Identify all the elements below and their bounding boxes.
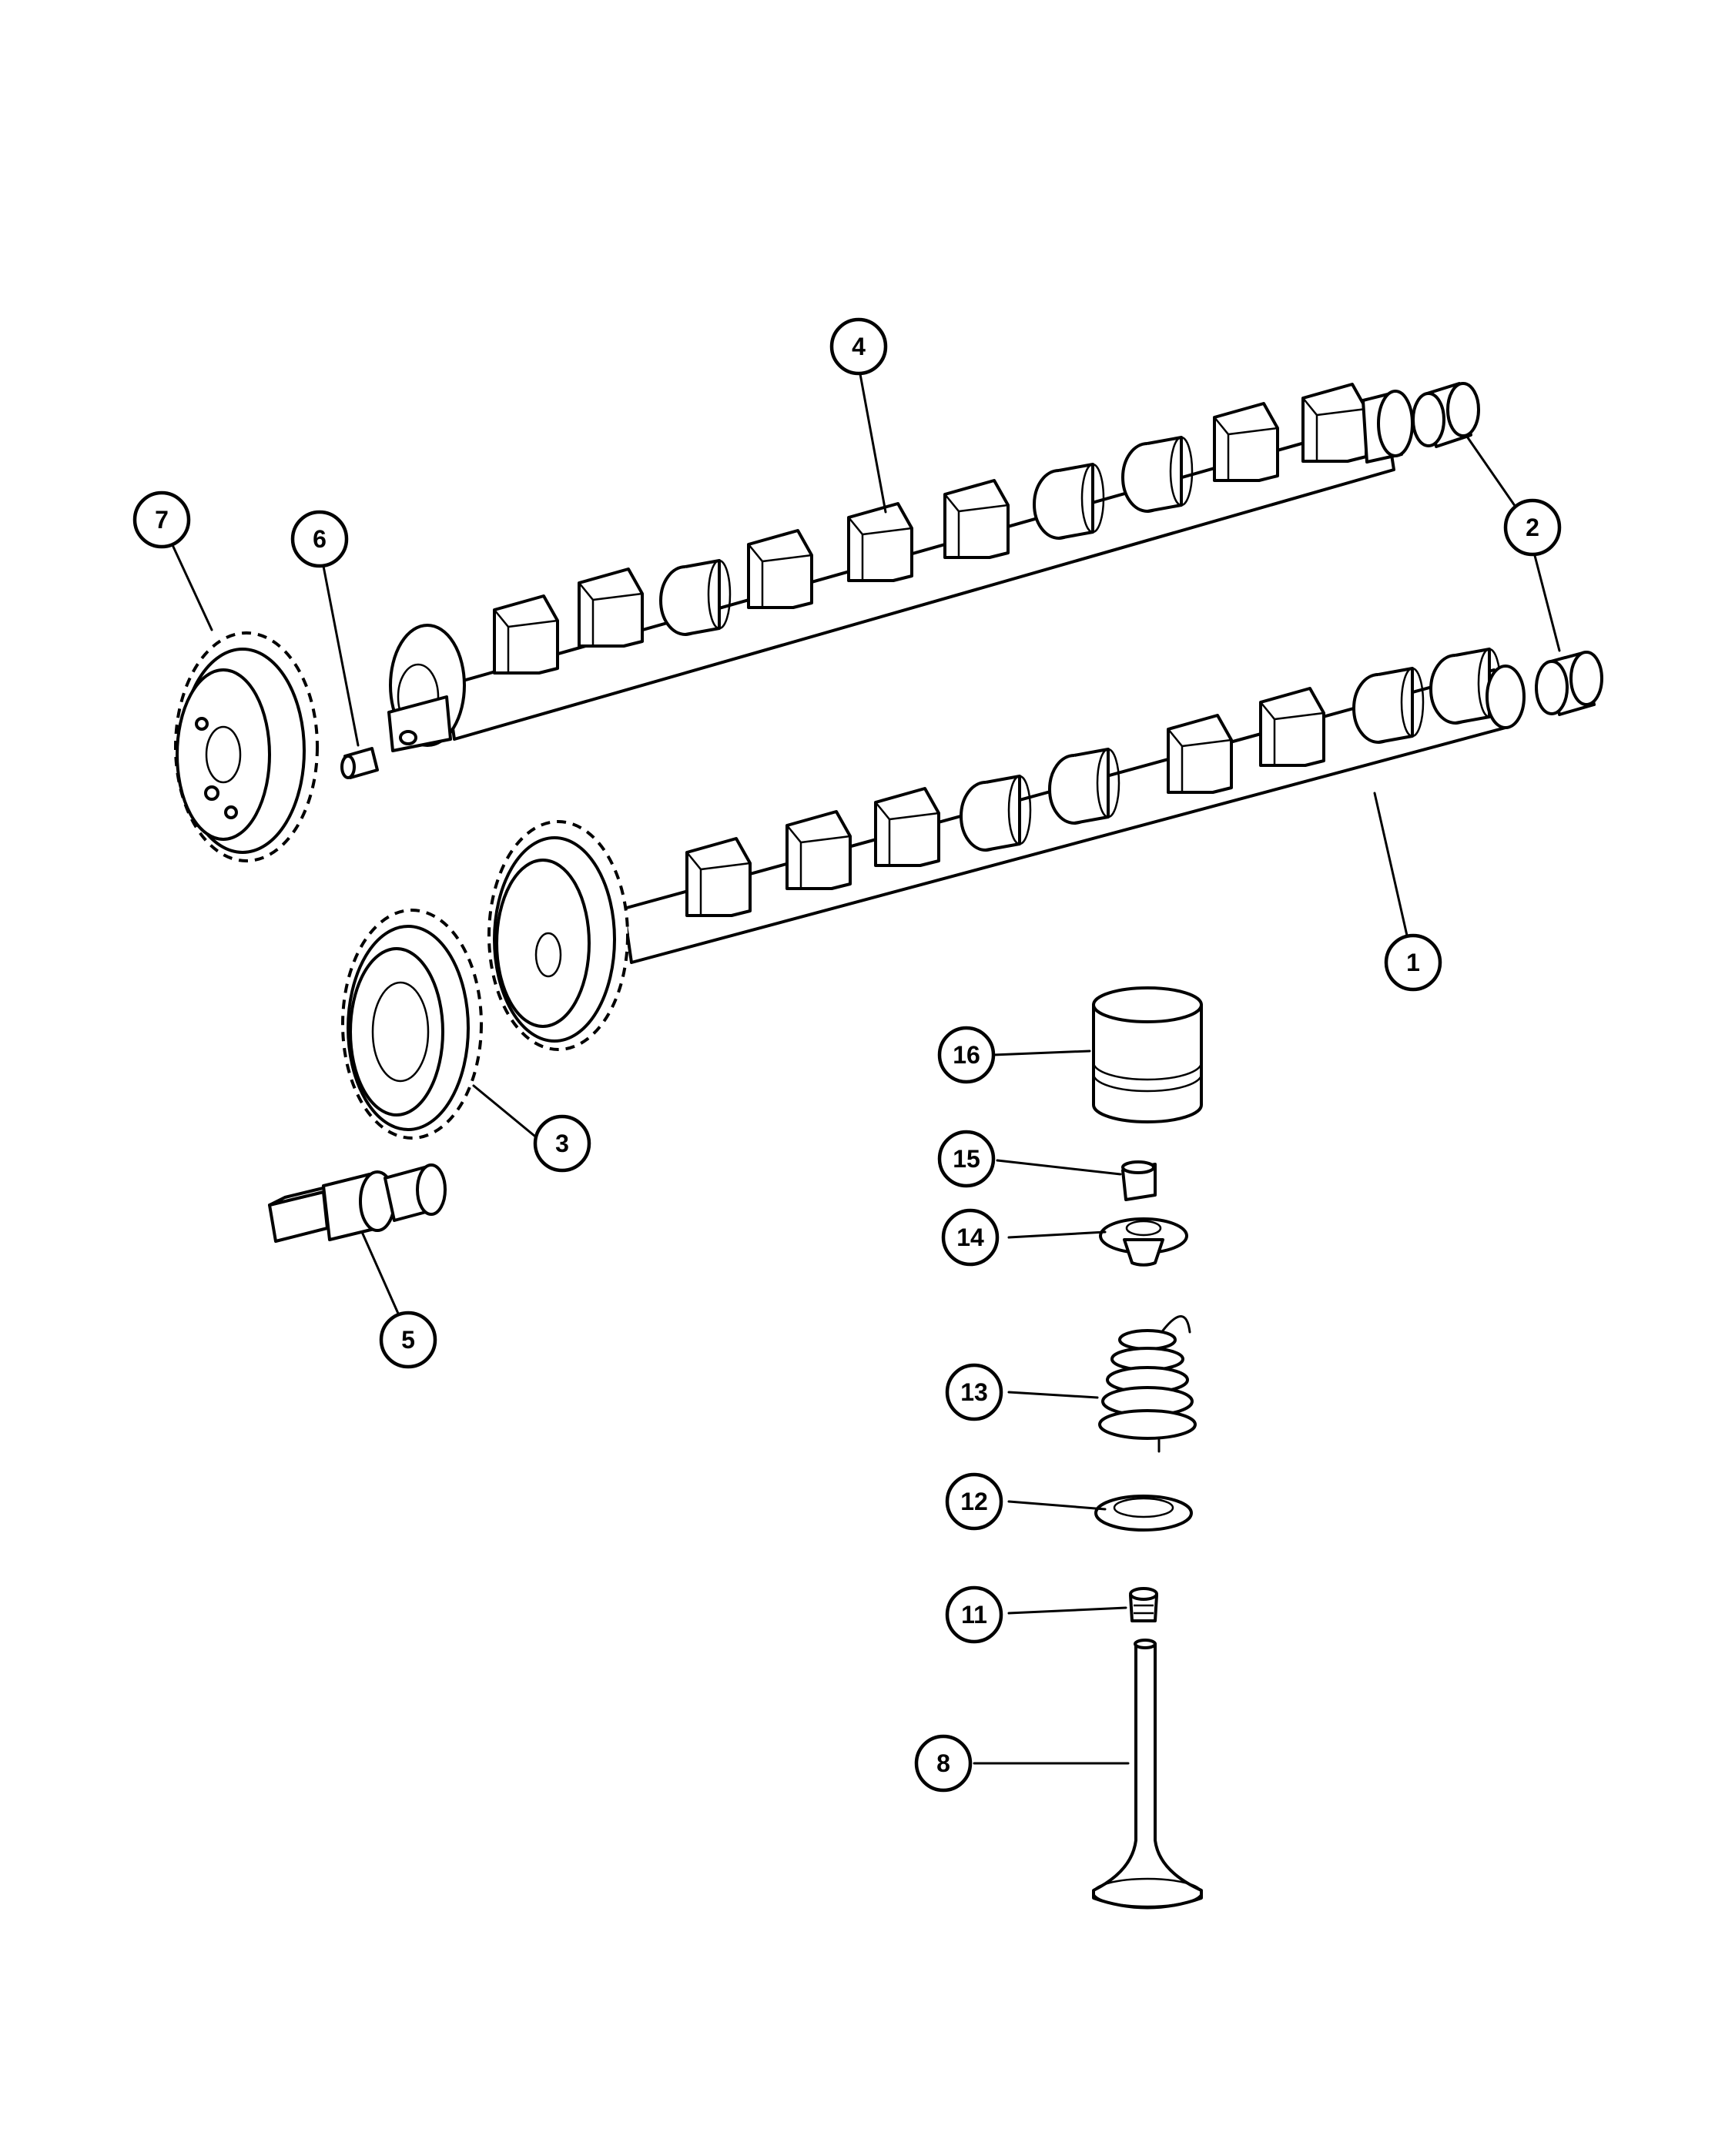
callout-15: 15 — [937, 1130, 996, 1188]
callout-11-label: 11 — [961, 1601, 987, 1629]
valve-spring — [1098, 1315, 1197, 1453]
callout-4-label: 4 — [852, 333, 866, 360]
camshaft-upper — [387, 383, 1414, 752]
callout-7: 7 — [132, 490, 191, 549]
callout-13: 13 — [945, 1363, 1003, 1421]
cam-gear-rear — [341, 909, 483, 1140]
callout-15-label: 15 — [953, 1145, 980, 1173]
callout-8-label: 8 — [936, 1749, 950, 1777]
callout-12: 12 — [945, 1472, 1003, 1531]
callout-6: 6 — [290, 510, 349, 568]
callout-16-label: 16 — [953, 1041, 980, 1069]
callout-6-label: 6 — [313, 525, 327, 553]
callout-3-label: 3 — [555, 1130, 569, 1157]
callout-1-label: 1 — [1406, 949, 1420, 976]
callout-14: 14 — [941, 1208, 1000, 1267]
shaft-sensor — [268, 1163, 447, 1243]
callout-2-label: 2 — [1526, 514, 1539, 541]
callout-8: 8 — [914, 1734, 973, 1793]
callout-14-label: 14 — [956, 1224, 984, 1251]
valve — [1092, 1639, 1203, 1910]
tappet — [1092, 986, 1203, 1123]
spring-retainer — [1099, 1217, 1188, 1267]
cam-gear-front — [487, 820, 629, 1051]
callout-11: 11 — [945, 1585, 1003, 1644]
callout-12-label: 12 — [960, 1488, 988, 1515]
camshaft-end-plugs — [1412, 382, 1603, 716]
valve-stem-seal — [1129, 1587, 1158, 1622]
callout-5-label: 5 — [401, 1326, 415, 1354]
callout-7-label: 7 — [155, 506, 169, 534]
sprocket-upper — [174, 631, 319, 862]
valve-keeper — [1121, 1160, 1157, 1201]
callout-4: 4 — [829, 317, 888, 376]
callout-1: 1 — [1384, 933, 1442, 992]
callout-2: 2 — [1503, 498, 1562, 557]
dowel-pin — [340, 747, 379, 779]
callout-5: 5 — [379, 1311, 437, 1369]
camshaft-lower — [622, 648, 1526, 964]
camshaft-upper-flange — [387, 624, 466, 752]
callout-13-label: 13 — [960, 1378, 988, 1406]
callout-16: 16 — [937, 1026, 996, 1084]
spring-seat — [1094, 1495, 1193, 1532]
callout-3: 3 — [533, 1114, 591, 1173]
